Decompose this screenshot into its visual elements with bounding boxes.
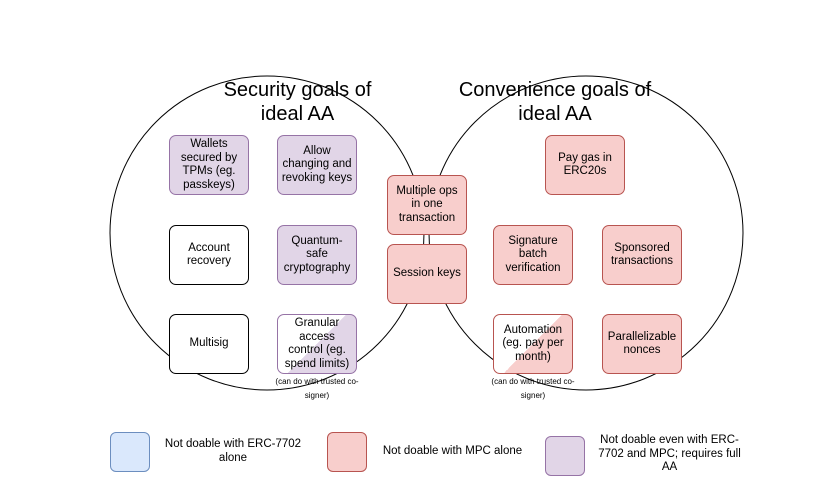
box-multiple-ops: Multiple ops in one transaction bbox=[387, 175, 467, 235]
box-quantum-safe: Quantum-safe cryptography bbox=[277, 225, 357, 285]
box-multiple-ops-label: Multiple ops in one transaction bbox=[396, 184, 458, 224]
box-parallelizable: Parallelizable nonces bbox=[602, 314, 682, 374]
box-allow-changing-keys: Allow changing and revoking keys bbox=[277, 135, 357, 195]
box-signature-batch-label: Signature batch verification bbox=[505, 234, 561, 274]
box-granular-access-label: Granular access control (eg. spend limit… bbox=[284, 317, 350, 370]
legend-label-mpc: Not doable with MPC alone bbox=[382, 445, 523, 457]
legend-label-erc7702: Not doable with ERC-7702 alone bbox=[164, 438, 302, 464]
box-signature-batch: Signature batch verification bbox=[493, 225, 573, 285]
box-account-recovery: Account recovery bbox=[169, 225, 249, 285]
box-session-keys-label: Session keys bbox=[393, 267, 461, 280]
box-account-recovery-label: Account recovery bbox=[186, 241, 232, 268]
box-pay-gas-label: Pay gas in ERC20s bbox=[558, 151, 612, 178]
legend-swatch-mpc bbox=[327, 432, 367, 472]
box-allow-changing-keys-label: Allow changing and revoking keys bbox=[281, 144, 353, 184]
legend-swatch-erc7702 bbox=[110, 432, 150, 472]
legend-swatch-full-aa bbox=[545, 436, 585, 476]
box-automation-label: Automation (eg. pay per month) bbox=[502, 323, 564, 363]
box-wallets-tpm: Wallets secured by TPMs (eg. passkeys) bbox=[169, 135, 249, 195]
automation-note: (can do with trusted co-signer) bbox=[491, 377, 575, 400]
legend-label-full-aa: Not doable even with ERC-7702 and MPC; r… bbox=[598, 434, 741, 473]
box-wallets-tpm-label: Wallets secured by TPMs (eg. passkeys) bbox=[180, 138, 238, 191]
box-multisig-label: Multisig bbox=[189, 337, 229, 350]
box-session-keys: Session keys bbox=[387, 244, 467, 304]
security-circle-title: Security goals of ideal AA bbox=[223, 79, 372, 125]
box-parallelizable-label: Parallelizable nonces bbox=[607, 330, 677, 357]
box-sponsored-label: Sponsored transactions bbox=[610, 241, 673, 268]
box-granular-access: Granular access control (eg. spend limit… bbox=[277, 314, 357, 374]
box-quantum-safe-label: Quantum-safe cryptography bbox=[283, 234, 351, 274]
box-pay-gas: Pay gas in ERC20s bbox=[545, 135, 625, 195]
box-sponsored: Sponsored transactions bbox=[602, 225, 682, 285]
granular-access-note: (can do with trusted co-signer) bbox=[275, 377, 359, 400]
box-multisig: Multisig bbox=[169, 314, 249, 374]
box-automation: Automation (eg. pay per month) bbox=[493, 314, 573, 374]
convenience-circle-title: Convenience goals of ideal AA bbox=[458, 79, 652, 125]
